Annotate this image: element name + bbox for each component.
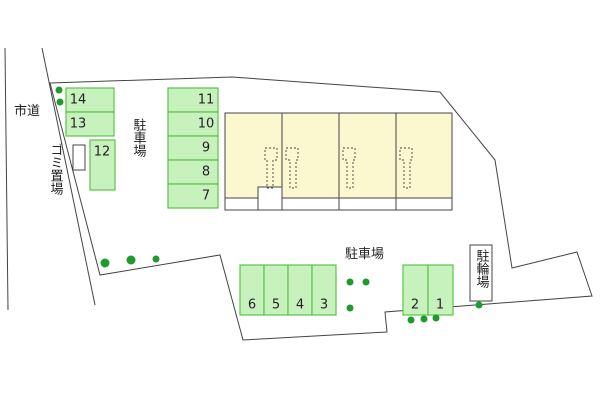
parking-space-13 [65, 111, 115, 137]
tree-icon [152, 255, 160, 263]
road-edge-left [4, 47, 9, 311]
stair-outline-2 [285, 147, 299, 189]
parking-number-12: 12 [94, 145, 111, 160]
parking-space-9 [167, 135, 219, 161]
tree-icon [432, 314, 440, 322]
balcony-3 [338, 197, 397, 211]
building-unit-2 [281, 112, 340, 199]
parking-space-8 [167, 159, 219, 185]
parking-number-13: 13 [70, 117, 87, 132]
garbage-area-label: ゴミ置場 [48, 143, 64, 195]
stair-outline-3 [342, 147, 356, 189]
building-unit-4 [395, 112, 453, 199]
stair-outline-4 [399, 147, 413, 189]
parking-group-bottom-right: 2 1 [402, 264, 454, 316]
parking-space-7 [167, 183, 219, 209]
parking-space-5 [263, 264, 289, 316]
parking-number-1: 1 [436, 298, 444, 313]
parking-number-8: 8 [202, 165, 210, 180]
parking-number-4: 4 [296, 298, 304, 313]
bicycle-parking-box [469, 244, 493, 302]
building-unit-3 [338, 112, 397, 199]
parking-number-3: 3 [320, 298, 328, 313]
road-edge-right [41, 47, 96, 306]
balcony-1a [224, 197, 259, 211]
road-label: 市道 [14, 103, 40, 119]
parking-number-6: 6 [248, 298, 256, 313]
tree-icon [100, 258, 110, 268]
parking-label-left: 駐車場 [131, 118, 147, 157]
parking-number-14: 14 [70, 93, 87, 108]
parking-number-9: 9 [202, 141, 210, 156]
garbage-bin-box [72, 144, 86, 171]
trees [55, 86, 483, 324]
parking-label-center: 駐車場 [345, 247, 384, 262]
parking-space-1 [427, 264, 454, 316]
parking-number-5: 5 [272, 298, 280, 313]
parking-number-7: 7 [202, 189, 210, 204]
parking-space-12 [89, 139, 116, 191]
building-unit-1 [224, 112, 283, 199]
tree-icon [126, 255, 136, 265]
parking-space-2 [402, 264, 429, 316]
bicycle-parking-label: 駐輪場 [474, 249, 490, 288]
parking-number-2: 2 [411, 298, 419, 313]
balcony-2 [281, 197, 340, 211]
tree-icon [362, 278, 370, 286]
balcony-4 [395, 197, 453, 211]
parking-group-bottom-center: 6 5 4 3 [239, 264, 337, 316]
parking-space-3 [311, 264, 337, 316]
parking-space-6 [239, 264, 265, 316]
tree-icon [56, 98, 64, 106]
parking-space-14 [65, 87, 115, 113]
tree-icon [420, 315, 428, 323]
parking-group-top-left: 14 13 [65, 87, 115, 137]
parking-number-11: 11 [198, 93, 215, 108]
parking-space-4 [287, 264, 313, 316]
balcony-1b [257, 186, 283, 211]
parking-number-10: 10 [198, 117, 215, 132]
parking-space-11 [167, 87, 219, 113]
tree-icon [55, 86, 63, 94]
tree-icon [346, 278, 354, 286]
parking-group-column: 11 10 9 8 7 [167, 87, 219, 209]
tree-icon [346, 304, 354, 312]
building [224, 112, 453, 211]
stair-outline-1 [264, 147, 278, 189]
tree-icon [475, 301, 483, 309]
tree-icon [407, 316, 415, 324]
